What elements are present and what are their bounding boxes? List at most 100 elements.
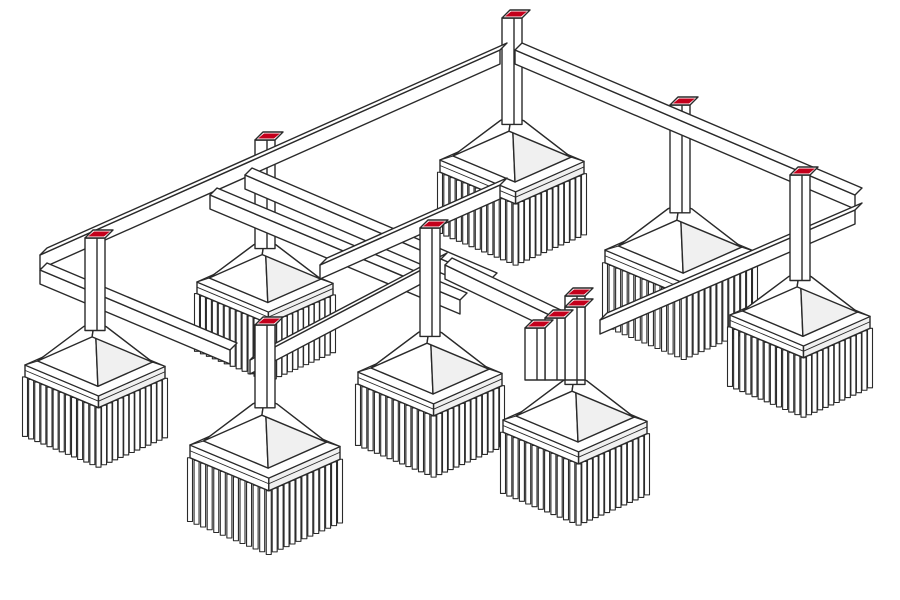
pile bbox=[844, 337, 851, 399]
pile bbox=[716, 279, 723, 345]
pile-cap-line bbox=[502, 425, 579, 458]
pile bbox=[95, 407, 102, 468]
pile bbox=[512, 203, 519, 266]
column-top-marker bbox=[505, 11, 527, 17]
column-shaft bbox=[564, 306, 586, 381]
pile bbox=[523, 198, 531, 261]
pile bbox=[782, 349, 789, 411]
pile bbox=[117, 397, 124, 458]
pile bbox=[139, 387, 146, 449]
pile bbox=[295, 477, 302, 542]
pile bbox=[592, 455, 599, 519]
pile bbox=[77, 399, 84, 461]
pile bbox=[586, 458, 594, 521]
pile bbox=[161, 377, 169, 439]
pile bbox=[354, 383, 362, 446]
column-top-marker bbox=[88, 231, 110, 237]
pile bbox=[325, 463, 332, 529]
pile-footing-7 bbox=[186, 316, 344, 556]
pile bbox=[763, 341, 770, 403]
pile bbox=[145, 385, 152, 446]
pile bbox=[226, 473, 233, 539]
pile bbox=[200, 462, 207, 528]
pile bbox=[229, 307, 236, 367]
pile bbox=[710, 282, 717, 347]
column-top-marker bbox=[548, 311, 570, 317]
pile bbox=[769, 344, 776, 405]
pile bbox=[544, 450, 551, 513]
pile bbox=[733, 328, 740, 390]
pile bbox=[150, 382, 157, 444]
pile-footing-4 bbox=[726, 166, 874, 418]
column-top-marker bbox=[673, 98, 695, 104]
pile bbox=[40, 384, 47, 445]
pile bbox=[319, 466, 326, 532]
pile bbox=[156, 380, 163, 441]
pile-cap-line bbox=[196, 286, 269, 318]
pile-cap-line bbox=[515, 166, 585, 198]
pile bbox=[219, 470, 226, 536]
beam-top bbox=[514, 42, 863, 196]
pile bbox=[123, 394, 130, 456]
pile bbox=[817, 349, 824, 411]
beam-top bbox=[39, 42, 508, 256]
pile bbox=[575, 463, 582, 526]
pile bbox=[46, 386, 53, 448]
pile bbox=[680, 295, 687, 361]
pile bbox=[745, 334, 752, 395]
pile bbox=[556, 455, 563, 518]
column-shaft bbox=[419, 227, 441, 338]
pile-cap-line bbox=[98, 371, 166, 402]
pile bbox=[757, 339, 764, 400]
pile bbox=[52, 389, 59, 450]
pile bbox=[638, 435, 645, 498]
pile bbox=[464, 400, 471, 463]
pile bbox=[686, 292, 693, 358]
pile-cap-line bbox=[24, 369, 99, 402]
pile bbox=[512, 436, 519, 500]
pile bbox=[569, 460, 576, 524]
pile bbox=[392, 399, 399, 462]
pile bbox=[193, 459, 200, 525]
pile-footing-6 bbox=[354, 219, 506, 478]
pile bbox=[259, 487, 266, 553]
pile bbox=[581, 460, 588, 524]
pile-cap-line bbox=[439, 165, 516, 198]
pile bbox=[647, 281, 654, 347]
pile-cap-line bbox=[268, 288, 334, 318]
column-top-marker bbox=[568, 289, 590, 295]
pile bbox=[563, 180, 570, 243]
pile-cap-line bbox=[357, 377, 434, 410]
pile bbox=[598, 453, 605, 516]
pile-cap-line bbox=[604, 255, 684, 290]
pile bbox=[301, 474, 308, 540]
pile bbox=[506, 200, 513, 264]
pile bbox=[569, 178, 576, 241]
column-shaft bbox=[501, 17, 523, 126]
pile bbox=[239, 479, 246, 545]
pile bbox=[550, 452, 557, 516]
beam-back-left bbox=[39, 42, 508, 270]
pile bbox=[558, 183, 565, 246]
pile bbox=[481, 392, 488, 455]
pile bbox=[283, 482, 290, 548]
pile bbox=[537, 447, 544, 510]
pile bbox=[399, 402, 406, 465]
pile bbox=[331, 461, 338, 527]
beam-cross bbox=[319, 177, 508, 280]
pile bbox=[493, 195, 500, 258]
pile bbox=[453, 405, 460, 468]
pile bbox=[417, 410, 425, 473]
pile bbox=[106, 402, 113, 463]
pile bbox=[470, 397, 477, 461]
pile bbox=[367, 388, 374, 452]
pile bbox=[541, 190, 548, 254]
pile bbox=[626, 440, 633, 503]
column-shaft bbox=[524, 327, 546, 381]
pile bbox=[811, 352, 818, 413]
pile bbox=[726, 326, 734, 387]
pile bbox=[535, 193, 542, 256]
pile bbox=[373, 391, 380, 454]
pile bbox=[609, 448, 616, 511]
